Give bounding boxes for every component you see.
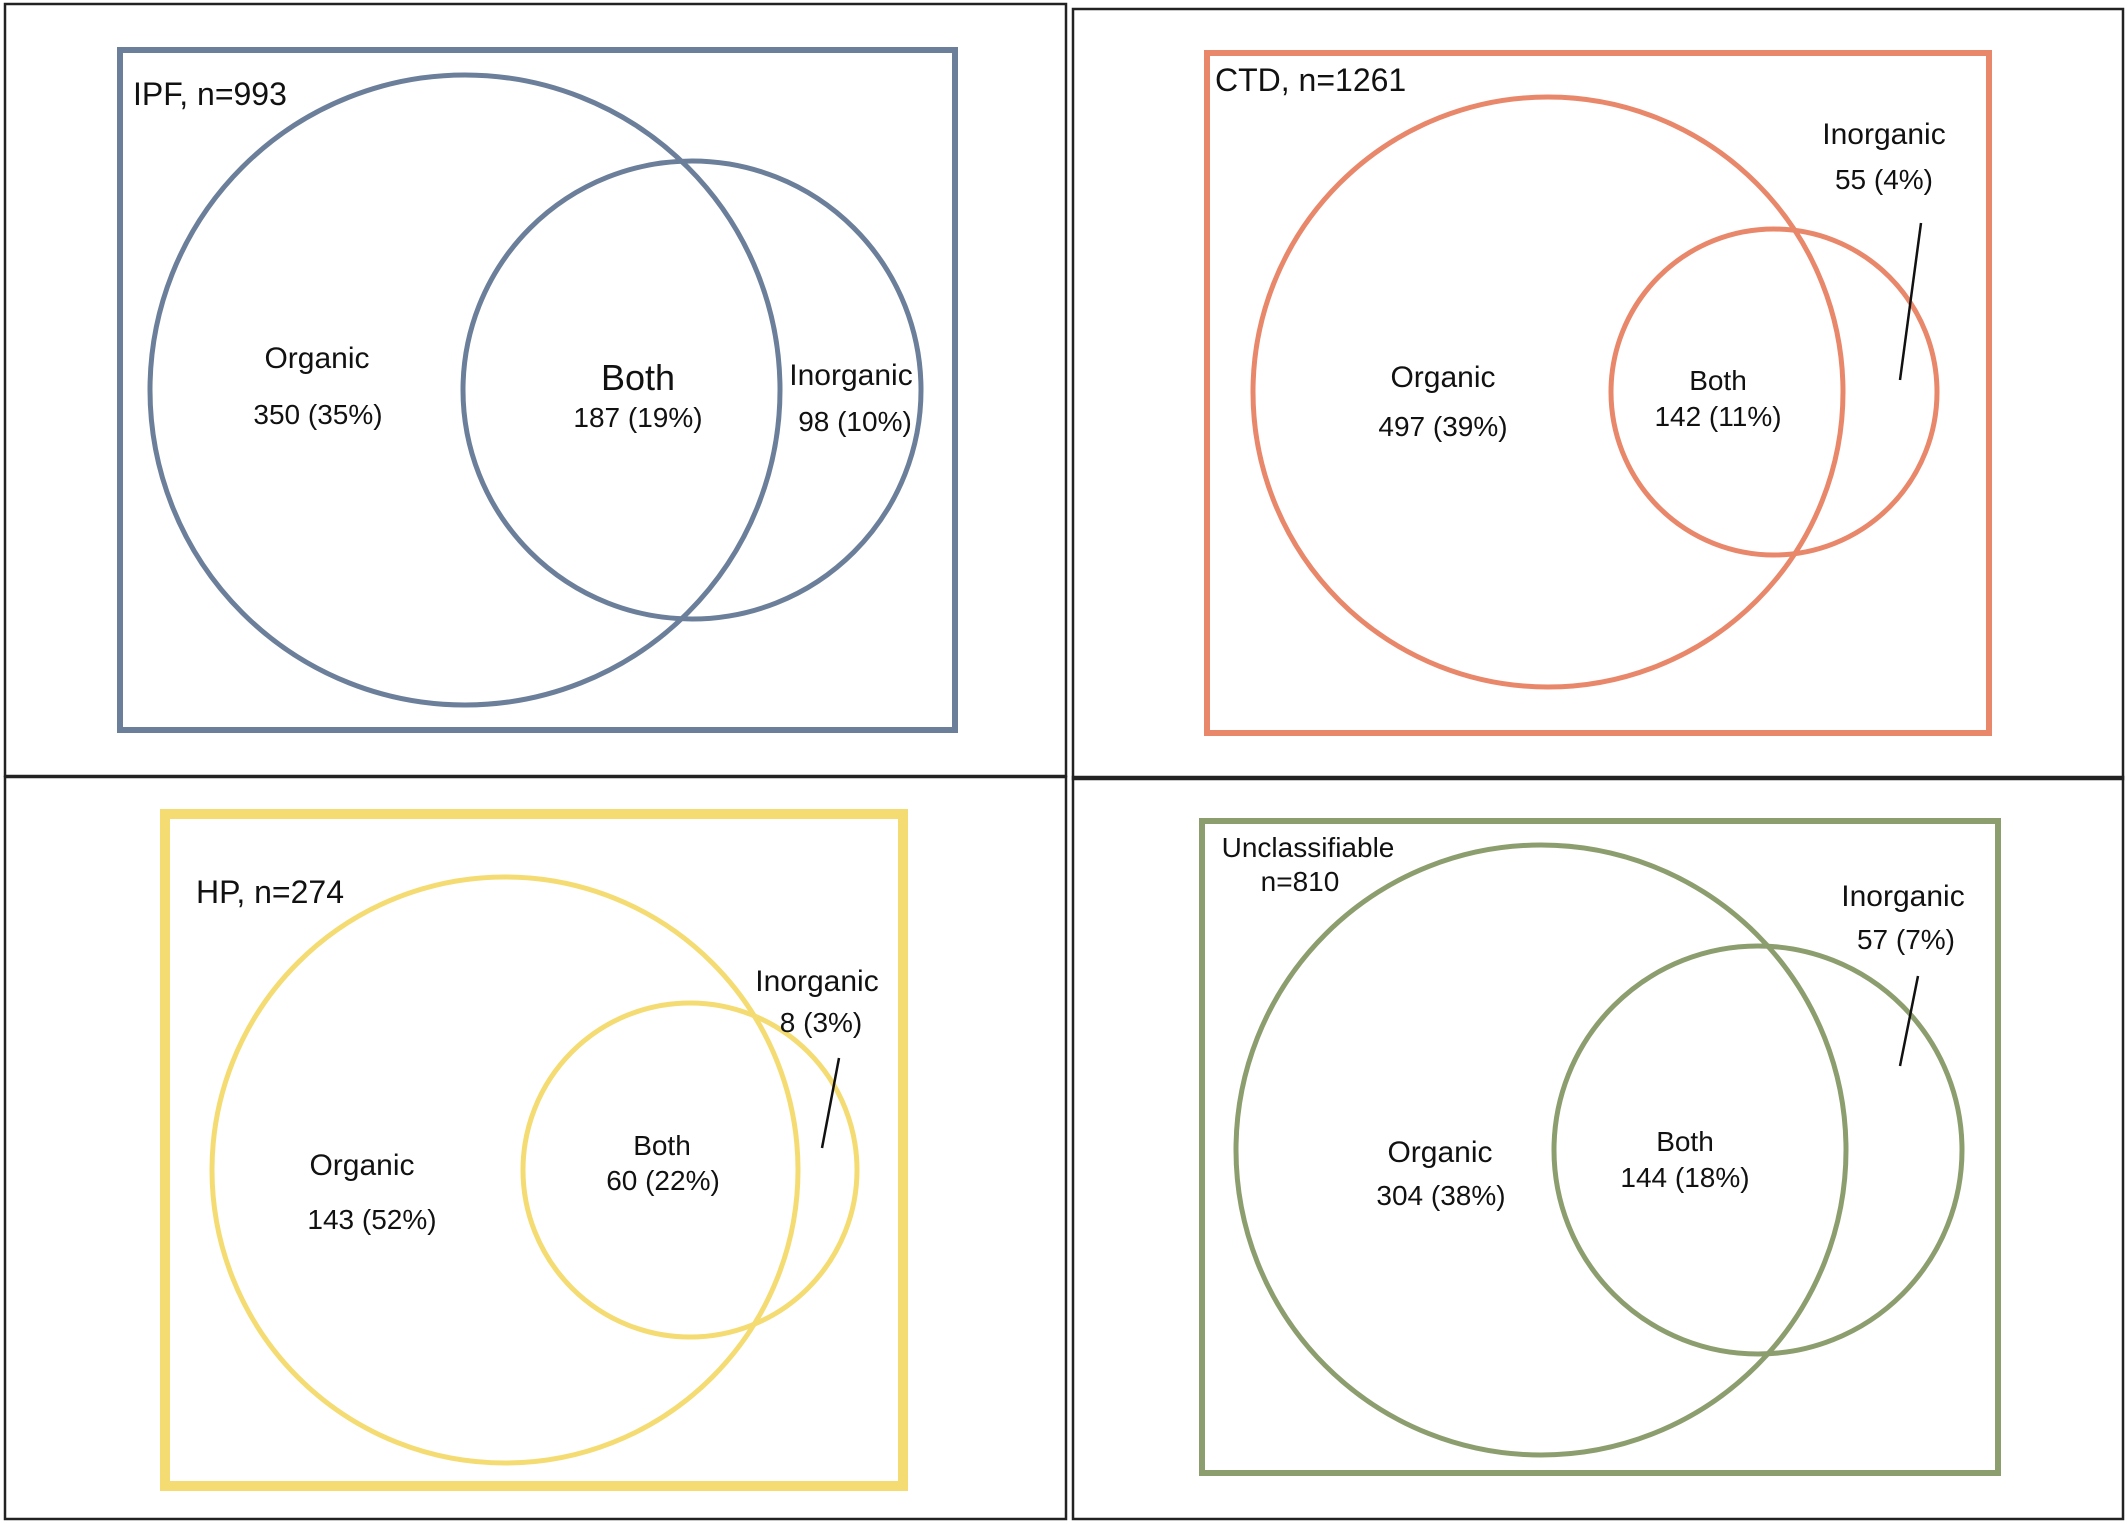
ctd-inorganic-label: Inorganic (1822, 118, 1945, 151)
ipf-organic-label: Organic (264, 342, 369, 375)
panel-frame-hp (3, 775, 1068, 1521)
hp-organic-value: 143 (52%) (307, 1204, 436, 1235)
unclassifiable-organic-value: 304 (38%) (1376, 1180, 1505, 1211)
panel-ctd: CTD, n=1261 Organic 497 (39%) Both 142 (… (1204, 50, 1992, 736)
ipf-border (117, 47, 958, 733)
ctd-both-value: 142 (11%) (1654, 401, 1781, 432)
ctd-inorganic-value: 55 (4%) (1835, 164, 1933, 195)
ipf-inorganic-circle (460, 158, 924, 622)
hp-organic-circle (209, 874, 801, 1466)
hp-both-value: 60 (22%) (606, 1165, 720, 1196)
panel-hp: HP, n=274 Organic 143 (52%) Both 60 (22%… (160, 809, 908, 1491)
hp-title: HP, n=274 (196, 874, 344, 910)
ctd-title: CTD, n=1261 (1215, 62, 1406, 98)
ctd-organic-value: 497 (39%) (1378, 411, 1507, 442)
ipf-both-label: Both (601, 357, 675, 398)
ipf-inorganic-label: Inorganic (789, 359, 912, 392)
panel-frame-unclassifiable (1071, 775, 2125, 1521)
unclassifiable-inorganic-leader-line (1898, 975, 1920, 1067)
hp-inorganic-label: Inorganic (755, 965, 878, 998)
unclassifiable-both-value: 144 (18%) (1620, 1162, 1749, 1193)
panel-ipf: IPF, n=993 Organic 350 (35%) Both 187 (1… (117, 47, 958, 733)
unclassifiable-inorganic-label: Inorganic (1841, 880, 1964, 913)
hp-inorganic-leader-line (820, 1057, 841, 1149)
ctd-border (1204, 50, 1992, 736)
unclassifiable-title-line2: n=810 (1261, 866, 1340, 897)
ipf-title: IPF, n=993 (133, 76, 287, 112)
ctd-inorganic-leader-line (1898, 222, 1923, 381)
unclassifiable-inorganic-value: 57 (7%) (1857, 924, 1955, 955)
ctd-both-label: Both (1689, 365, 1747, 396)
ctd-inorganic-circle (1608, 226, 1940, 558)
unclassifiable-border (1199, 818, 2001, 1476)
ctd-organic-circle (1250, 94, 1846, 690)
unclassifiable-organic-label: Organic (1387, 1136, 1492, 1169)
ipf-both-value: 187 (19%) (573, 402, 702, 433)
unclassifiable-title: Unclassifiable (1222, 832, 1395, 863)
ipf-organic-circle (147, 72, 783, 708)
unclassifiable-organic-circle (1233, 842, 1849, 1458)
unclassifiable-both-label: Both (1656, 1126, 1714, 1157)
panel-unclassifiable: Unclassifiable n=810 Organic 304 (38%) B… (1199, 818, 2001, 1476)
unclassifiable-inorganic-circle (1551, 943, 1965, 1357)
ipf-inorganic-value: 98 (10%) (798, 406, 912, 437)
hp-organic-label: Organic (309, 1149, 414, 1182)
ipf-organic-value: 350 (35%) (253, 399, 382, 430)
ctd-organic-label: Organic (1390, 361, 1495, 394)
hp-inorganic-circle (520, 1000, 860, 1340)
hp-border (160, 809, 908, 1491)
hp-inorganic-value: 8 (3%) (780, 1007, 862, 1038)
hp-both-label: Both (633, 1130, 691, 1161)
panel-frame-ctd (1071, 7, 2125, 781)
